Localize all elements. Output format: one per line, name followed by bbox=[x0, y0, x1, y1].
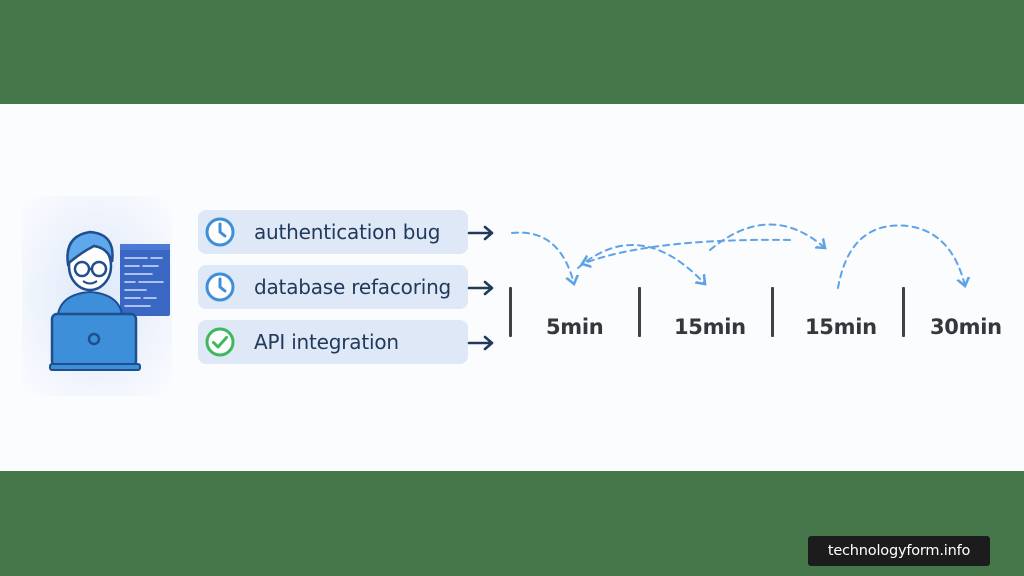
dashed-arc bbox=[582, 238, 791, 264]
clock-icon bbox=[205, 217, 235, 247]
task-item: API integration bbox=[198, 320, 468, 364]
task-switching-arcs bbox=[511, 223, 1000, 289]
timeline-divider bbox=[509, 287, 512, 337]
check-circle-icon bbox=[205, 327, 235, 357]
task-label: API integration bbox=[254, 330, 399, 354]
timeline-divider bbox=[902, 287, 905, 337]
duration-label: 15min bbox=[805, 315, 877, 339]
duration-label: 30min bbox=[930, 315, 1002, 339]
right-arrow-icon bbox=[467, 280, 494, 296]
task-label: authentication bug bbox=[254, 220, 441, 244]
dashed-arc bbox=[511, 231, 574, 284]
dashed-arc bbox=[709, 223, 825, 251]
task-item: database refacoring bbox=[198, 265, 468, 309]
dashed-arc bbox=[577, 244, 705, 284]
watermark-badge: technologyform.info bbox=[808, 536, 990, 566]
duration-label: 15min bbox=[674, 315, 746, 339]
duration-label: 5min bbox=[546, 315, 604, 339]
timeline-divider bbox=[771, 287, 774, 337]
clock-icon bbox=[205, 272, 235, 302]
right-arrow-icon bbox=[467, 225, 494, 241]
dashed-arc bbox=[837, 224, 965, 289]
right-arrow-icon bbox=[467, 335, 494, 351]
timeline-divider bbox=[638, 287, 641, 337]
task-item: authentication bug bbox=[198, 210, 468, 254]
developer-at-laptop-icon bbox=[49, 230, 170, 371]
task-label: database refacoring bbox=[254, 275, 452, 299]
